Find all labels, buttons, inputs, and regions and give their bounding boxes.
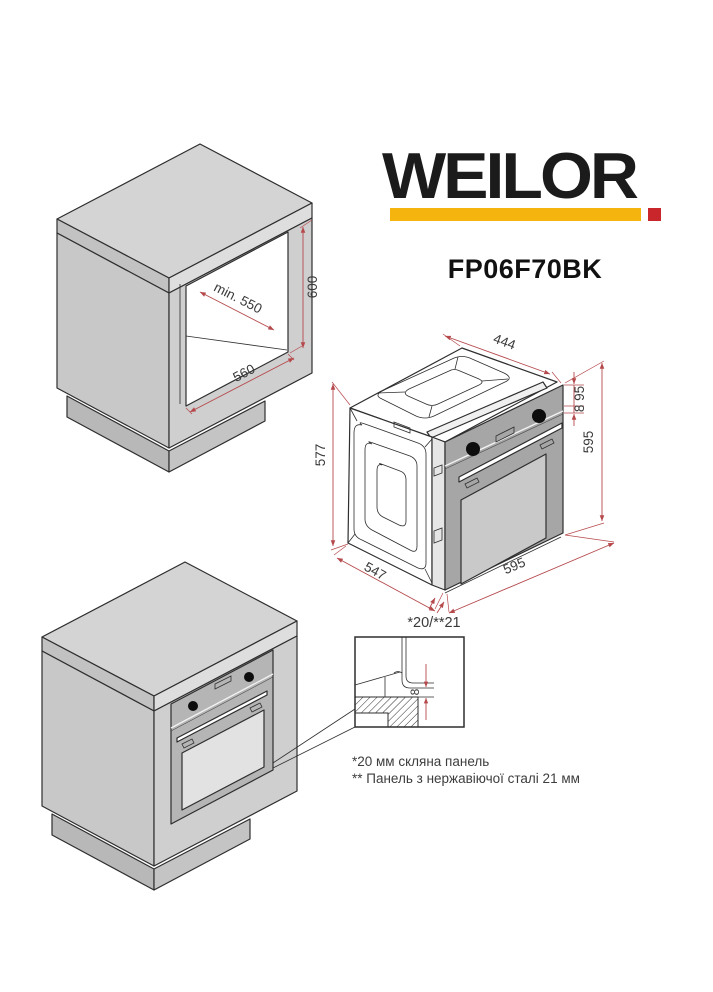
oven-body [347, 347, 564, 594]
model-number: FP06F70BK [447, 254, 603, 284]
oven-handle [176, 690, 268, 743]
cabinet-cutout-diagram: min. 550 560 600 [56, 143, 320, 473]
footnote-steel-panel: ** Панель з нержавіючої сталі 21 мм [352, 771, 580, 786]
oven-door-window [181, 709, 265, 811]
dim-body-height-label: 577 [313, 444, 328, 467]
dim-front-height-label: 595 [581, 431, 596, 454]
oven-knob-right [244, 672, 254, 682]
dim-height-label: 600 [305, 276, 320, 299]
oven-knob-right [532, 409, 546, 423]
oven-knob-left [466, 442, 480, 456]
cabinet-body [56, 143, 313, 473]
oven-dimensions: 444 8 95 595 577 547 [313, 331, 615, 631]
oven-display [495, 426, 515, 443]
installed-oven-front [170, 649, 274, 825]
oven-display [214, 675, 232, 690]
dim-top-depth-label: 444 [491, 331, 518, 353]
dim-body-depth-label: 547 [362, 559, 389, 583]
installed-oven-diagram [41, 561, 298, 891]
oven-dimensions-diagram: 444 8 95 595 577 547 [313, 331, 615, 631]
panel-note-label: *20/**21 [407, 615, 460, 631]
detail-leader-lines [272, 708, 356, 769]
brand-logo: WEILOR [382, 139, 639, 213]
cabinet-panel-hatch [354, 696, 419, 728]
logo-accent-square [648, 208, 661, 221]
oven-knob-left [188, 701, 198, 711]
footnotes: *20 мм скляна панель ** Панель з нержаві… [352, 753, 580, 787]
oven-handle [458, 422, 563, 483]
dim-panel-offsets-label: 8 95 [572, 386, 587, 412]
footnote-glass-panel: *20 мм скляна панель [352, 754, 490, 769]
dim-gap-label: 8 [408, 688, 422, 695]
logo-underline-bar [390, 208, 641, 221]
panel-section-detail: 8 [354, 636, 465, 728]
